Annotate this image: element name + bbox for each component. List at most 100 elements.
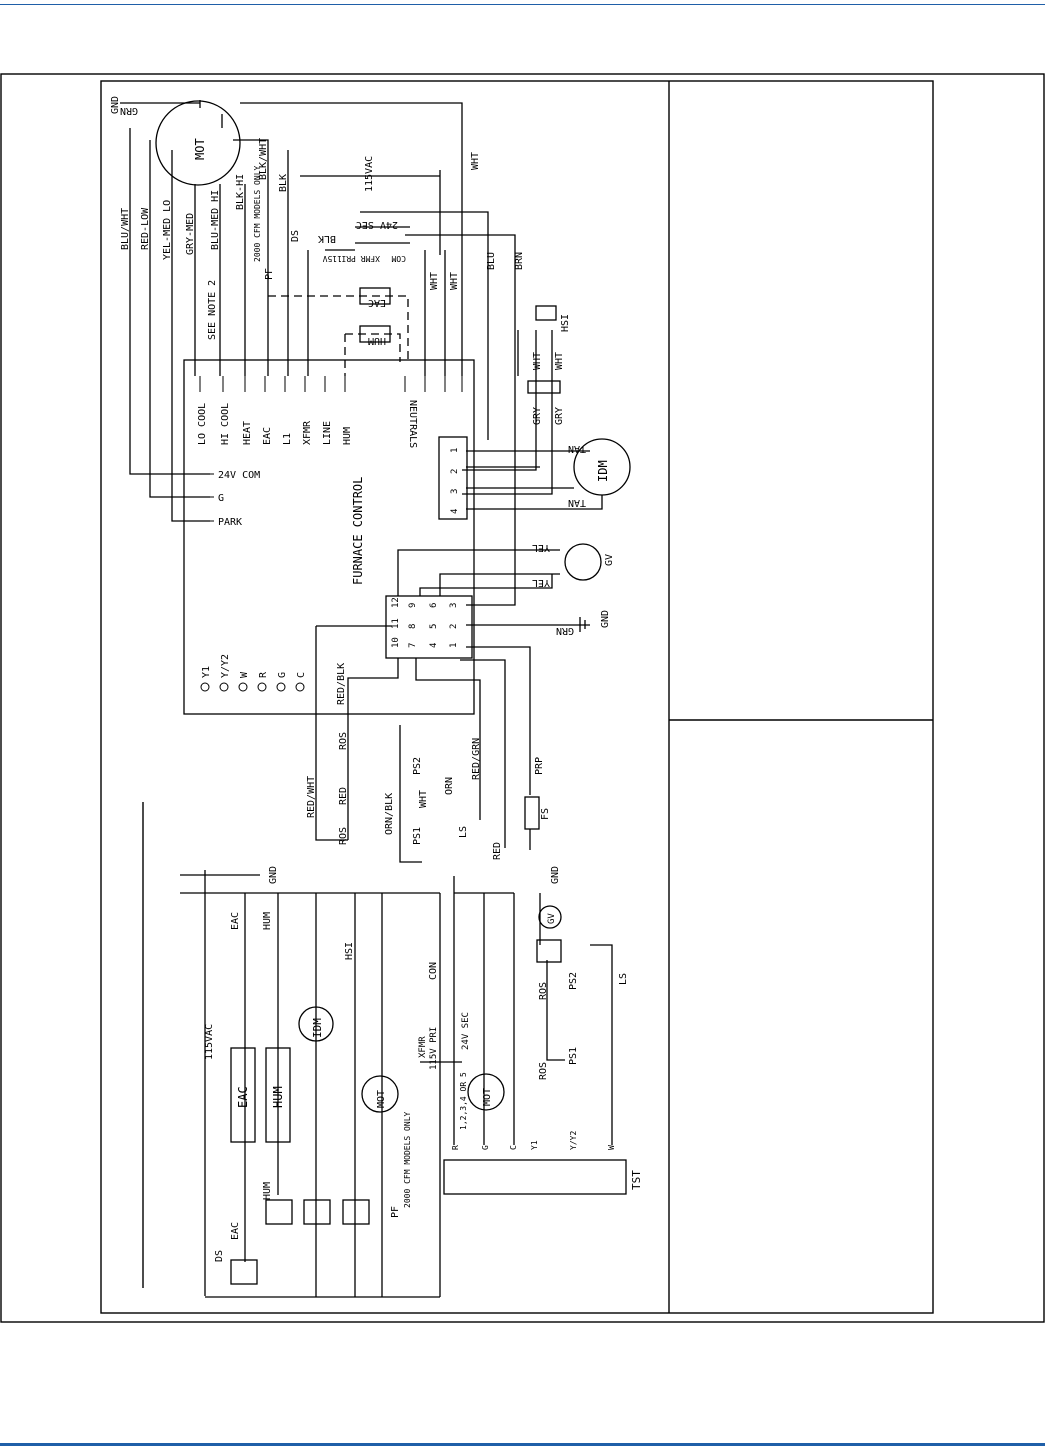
furnace-control-board — [183, 359, 475, 715]
idm-pin-4: 4 — [450, 509, 460, 514]
terminal-stubs — [199, 376, 463, 692]
furnace-control-label: FURNACE CONTROL — [351, 477, 365, 585]
supply-label: 115VAC — [364, 156, 375, 192]
wire-grn: GRN — [556, 625, 574, 636]
ladder-motor-note: 2000 CFM MODELS ONLY — [403, 1111, 412, 1208]
wire-gry-1: GRY — [532, 407, 543, 425]
wire-blu-med-hi: BLU-MED HI — [210, 190, 221, 250]
eac-box — [359, 287, 391, 305]
wire-blu: BLU — [486, 252, 497, 270]
thermostat-terminal-3: W — [239, 671, 250, 678]
wire-wht-2: WHT — [429, 272, 440, 290]
flame-sensor — [524, 796, 540, 830]
ros-label-1: ROS — [338, 732, 349, 750]
grn-label: GRN — [120, 105, 138, 116]
ladder-eac-bottom: EAC — [230, 1222, 241, 1240]
ladder-mot-24v: MOT — [482, 1088, 493, 1106]
thermostat-terminal-5: G — [277, 672, 288, 678]
control-terminal-2: HI COOL — [220, 403, 231, 445]
ladder-hum-bottom: HUM — [262, 1182, 273, 1200]
ladder-labels: 115VAC GND GND EAC HUM EAC HUM EAC HUM H… — [204, 866, 643, 1262]
wire-red-grn: RED/GRN — [471, 738, 482, 780]
fs-label: FS — [540, 808, 551, 820]
wire-blk-hi: BLK-HI — [235, 174, 246, 210]
tst-terminal-6: W — [607, 1145, 616, 1150]
connector-pin-12: 12 — [391, 597, 401, 608]
footer-rule — [0, 1443, 1045, 1446]
control-terminal-4: EAC — [262, 427, 273, 445]
wire-orn-blk: ORN/BLK — [384, 793, 395, 835]
header-rule — [0, 4, 1045, 5]
connector-pin-11: 11 — [391, 618, 401, 629]
wire-red-wht: RED/WHT — [306, 776, 317, 818]
ladder-hum-top: HUM — [262, 912, 273, 930]
connector-pin-3: 3 — [449, 603, 459, 608]
left-terminal-1: 24V COM — [218, 470, 260, 481]
pf-note: 2000 CFM MODELS ONLY — [253, 165, 262, 262]
xfmr-115: 115V — [323, 254, 342, 263]
wire-red-2: RED — [492, 842, 503, 860]
gnd-label-2: GND — [600, 610, 611, 628]
ladder-con: CON — [428, 962, 439, 980]
wire-wht-hsi-2: WHT — [554, 352, 565, 370]
fuse-2 — [303, 1199, 331, 1225]
tst-terminal-2: G — [481, 1145, 490, 1150]
control-terminal-7: LINE — [322, 421, 333, 445]
wire-orn: ORN — [444, 777, 455, 795]
tst-terminal-3: C — [509, 1145, 518, 1150]
fuse-3 — [342, 1199, 370, 1225]
wire-prp: PRP — [534, 757, 545, 775]
left-terminal-2: G — [218, 493, 224, 504]
control-terminal-6: XFMR — [302, 420, 313, 445]
thermostat-terminal-6: C — [296, 672, 307, 678]
ds-box — [230, 1259, 258, 1285]
connector-pin-5: 5 — [429, 624, 439, 629]
ladder-pf: PF — [390, 1206, 401, 1218]
hsi-plug — [527, 380, 561, 394]
wire-blk-2: BLK — [318, 233, 336, 244]
thermostat-terminal-circle — [219, 682, 229, 692]
connector-pin-6: 6 — [429, 603, 439, 608]
ds-label: DS — [290, 230, 301, 242]
left-terminal-3: PARK — [218, 517, 242, 528]
see-note: SEE NOTE 2 — [207, 280, 218, 340]
hum-rect — [265, 1047, 291, 1143]
mot-ladder — [361, 1075, 399, 1113]
wire-gry-med: GRY-MED — [185, 213, 196, 255]
tst-block — [443, 1159, 627, 1195]
xfmr-com: COM — [391, 254, 406, 263]
thermostat-terminal-circle — [238, 682, 248, 692]
ladder-gnd: GND — [268, 866, 279, 884]
connector-pin-9: 9 — [408, 603, 418, 608]
eac-box-label: EAC — [368, 297, 386, 308]
ls-label: LS — [458, 826, 469, 838]
ladder-supply: 115VAC — [204, 1024, 215, 1060]
ladder-eac: EAC — [236, 1086, 250, 1108]
control-terminal-3: HEAT — [242, 421, 253, 445]
gnd-label: GND — [110, 96, 121, 114]
wire-yel-1: YEL — [532, 542, 550, 553]
twelve-pin-connector — [385, 595, 473, 659]
connector-pin-8: 8 — [408, 624, 418, 629]
thermostat-terminal-1: Y1 — [201, 666, 212, 678]
thermostat-terminal-circle — [295, 682, 305, 692]
tst-terminal-1: R — [451, 1145, 460, 1150]
thermostat-terminal-circle — [257, 682, 267, 692]
wire-wht-hsi-1: WHT — [532, 352, 543, 370]
ladder-ps1: PS1 — [568, 1047, 579, 1065]
connection-labels: GND GRN MOT BLU/WHT RED-LOW YEL-MED LO G… — [110, 96, 615, 860]
idm-pin-2: 2 — [450, 469, 460, 474]
ladder-ros-2: ROS — [538, 1062, 549, 1080]
tst-terminal-4: Y1 — [530, 1140, 539, 1150]
thermostat-terminal-2: Y/Y2 — [220, 654, 231, 678]
ps2-label: PS2 — [412, 757, 423, 775]
idm-label: IDM — [596, 460, 610, 482]
wire-wht-ps: WHT — [418, 790, 429, 808]
ps1-label: PS1 — [412, 827, 423, 845]
ladder-pri: 115V PRI — [429, 1027, 439, 1070]
